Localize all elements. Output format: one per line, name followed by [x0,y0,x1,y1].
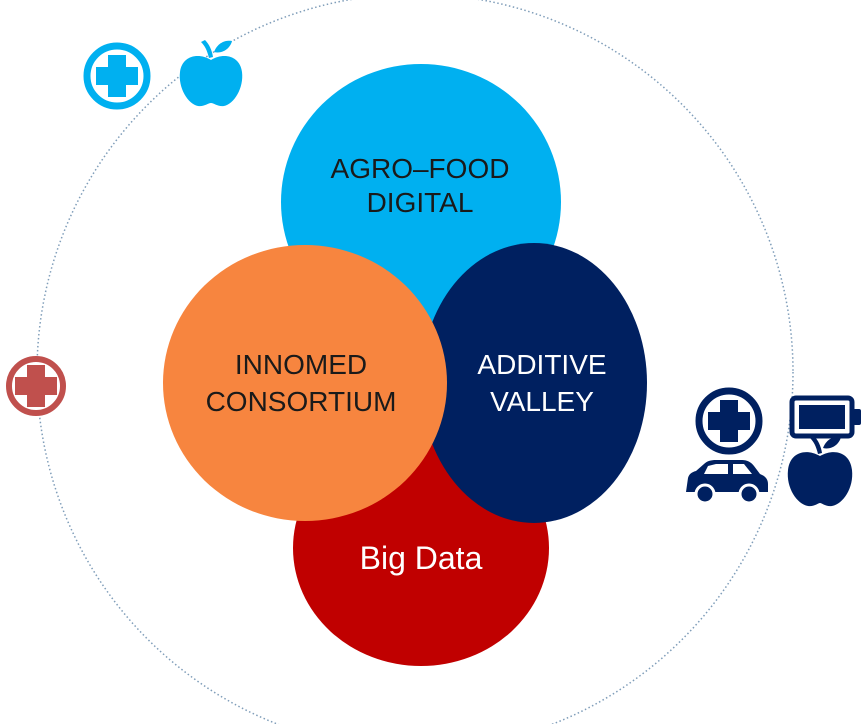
innomed-label-line1: INNOMED [235,349,367,380]
innomed-circle [163,245,447,521]
plus-cross-icon [83,42,151,110]
big-data-label: Big Data [360,540,483,576]
battery-icon [789,395,861,439]
plus-cross-icon [695,387,763,455]
agro-food-label-line1: AGRO–FOOD [331,153,510,184]
innomed-label-line2: CONSORTIUM [206,386,397,417]
plus-cross-icon [6,356,66,416]
additive-valley-label-line2: VALLEY [490,386,594,417]
additive-valley-label-line1: ADDITIVE [477,349,606,380]
apple-icon [787,436,853,507]
agro-food-label-line2: DIGITAL [367,187,474,218]
apple-icon [179,40,243,107]
outer-ring [36,0,794,724]
additive-valley-circle [421,243,647,523]
car-icon [686,460,768,505]
